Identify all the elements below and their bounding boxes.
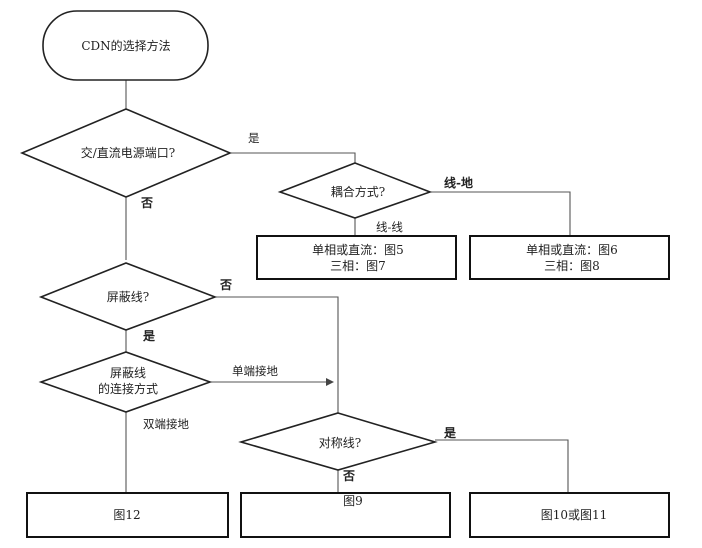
decision-coupling-mode-label: 耦合方式? xyxy=(331,184,385,199)
label-line-ground: 线-地 xyxy=(444,175,473,190)
connectors xyxy=(125,80,571,493)
decision-shielded-cable: 屏蔽线? xyxy=(38,262,218,331)
decision-power-port-label: 交/直流电源端口? xyxy=(81,145,175,160)
decision-shielded-cable-label: 屏蔽线? xyxy=(107,290,149,304)
decision-power-port: 交/直流电源端口? xyxy=(19,108,233,198)
box-fig10-fig11-label: 图10或图11 xyxy=(541,508,608,522)
box-fig9-label: 图9 xyxy=(343,494,363,508)
label-double-end: 双端接地 xyxy=(143,417,189,431)
box-fig6-fig8: 单相或直流：图6 三相：图8 xyxy=(469,235,670,280)
label-port-yes: 是 xyxy=(248,131,260,145)
label-shield-yes: 是 xyxy=(142,329,156,343)
box-fig5-fig7: 单相或直流：图5 三相：图7 xyxy=(256,235,457,280)
label-single-end: 单端接地 xyxy=(232,364,278,378)
label-port-no: 否 xyxy=(140,196,153,210)
box-fig12: 图12 xyxy=(26,492,229,538)
decision-symmetric-line: 对称线? xyxy=(238,412,438,471)
edge-sym-yes xyxy=(435,439,569,493)
box-fig5-line1: 单相或直流：图5 xyxy=(312,243,404,257)
box-fig6-line2: 三相：图8 xyxy=(544,259,600,273)
edge-shield-no xyxy=(215,296,339,413)
decision-symmetric-line-label: 对称线? xyxy=(319,436,361,450)
decision-coupling-mode: 耦合方式? xyxy=(277,162,433,219)
label-sym-no: 否 xyxy=(342,469,355,483)
edge-coupling-line-ground xyxy=(430,191,571,236)
box-fig10-fig11: 图10或图11 xyxy=(469,492,670,538)
label-sym-yes: 是 xyxy=(443,426,457,440)
label-shield-no: 否 xyxy=(219,278,232,292)
box-fig5-line2: 三相：图7 xyxy=(330,259,386,273)
decision-shield-connection: 屏蔽线 的连接方式 xyxy=(38,351,213,413)
box-fig12-label: 图12 xyxy=(113,508,140,522)
start-terminal: CDN的选择方法 xyxy=(42,10,209,81)
edge-port-yes xyxy=(230,152,356,163)
edge-labels: 是 否 线-地 线-线 否 是 单端接地 双端接地 是 否 xyxy=(140,131,473,483)
box-fig9: 图9 xyxy=(240,492,451,538)
decision-shield-connection-line1: 屏蔽线 xyxy=(110,366,146,380)
decision-shield-connection-line2: 的连接方式 xyxy=(98,381,158,396)
box-fig6-line1: 单相或直流：图6 xyxy=(526,243,618,257)
start-terminal-label: CDN的选择方法 xyxy=(81,38,170,53)
label-line-line: 线-线 xyxy=(376,220,403,234)
